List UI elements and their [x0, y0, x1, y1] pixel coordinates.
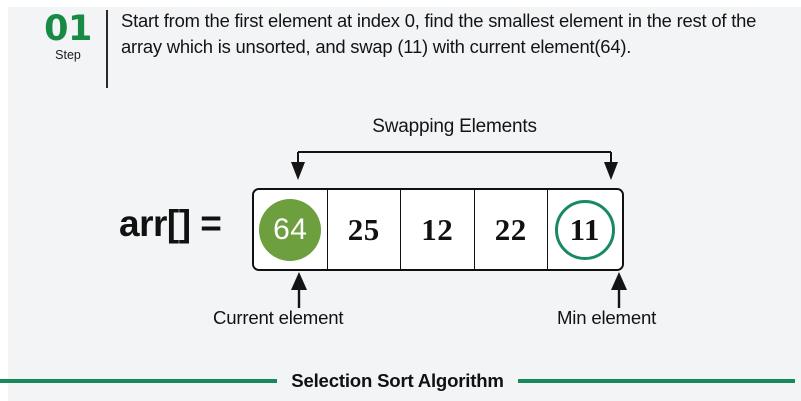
array-cell-value: 22: [494, 211, 527, 247]
footer-line-left: [0, 379, 278, 383]
current-element-highlight-icon: [259, 198, 322, 261]
footer: Selection Sort Algorithm: [0, 366, 801, 396]
array-container: 64 25 12 22 11: [252, 188, 624, 271]
min-element-label: Min element: [557, 307, 657, 328]
min-element-arrow-icon: [611, 272, 627, 308]
array-cell-2[interactable]: 12: [401, 190, 475, 269]
array-cell-4[interactable]: 11: [548, 190, 622, 269]
step-word: Step: [55, 48, 81, 63]
array-cell-value: 64: [273, 212, 308, 246]
footer-title: Selection Sort Algorithm: [291, 370, 504, 391]
top-edge-strip: [0, 0, 801, 7]
instruction-text: Start from the first element at index 0,…: [121, 10, 757, 58]
left-edge-strip: [0, 0, 8, 401]
array-cell-0[interactable]: 64: [254, 190, 328, 269]
array-cell-value: 11: [569, 211, 600, 247]
arrow-head-left-down: [291, 162, 305, 180]
swap-bracket-arrows: [291, 151, 618, 180]
footer-line-right: [517, 379, 795, 383]
array-variable-label: arr[] =: [119, 203, 222, 244]
header-divider: [106, 10, 108, 88]
min-element-highlight-icon: [554, 199, 615, 260]
step-number: 01: [44, 9, 92, 49]
current-element-label: Current element: [213, 307, 344, 328]
step-badge: 01 Step: [38, 8, 98, 64]
array-cell-value: 12: [421, 211, 454, 247]
header: 01 Step Start from the first element at …: [38, 8, 778, 88]
array-cell-1[interactable]: 25: [327, 190, 401, 269]
arrow-head-right-down: [604, 162, 618, 180]
current-element-arrow-icon: [291, 272, 307, 308]
swapping-elements-label: Swapping Elements: [372, 116, 537, 137]
array-cell-3[interactable]: 22: [474, 190, 548, 269]
array-cell-value: 25: [347, 211, 380, 247]
